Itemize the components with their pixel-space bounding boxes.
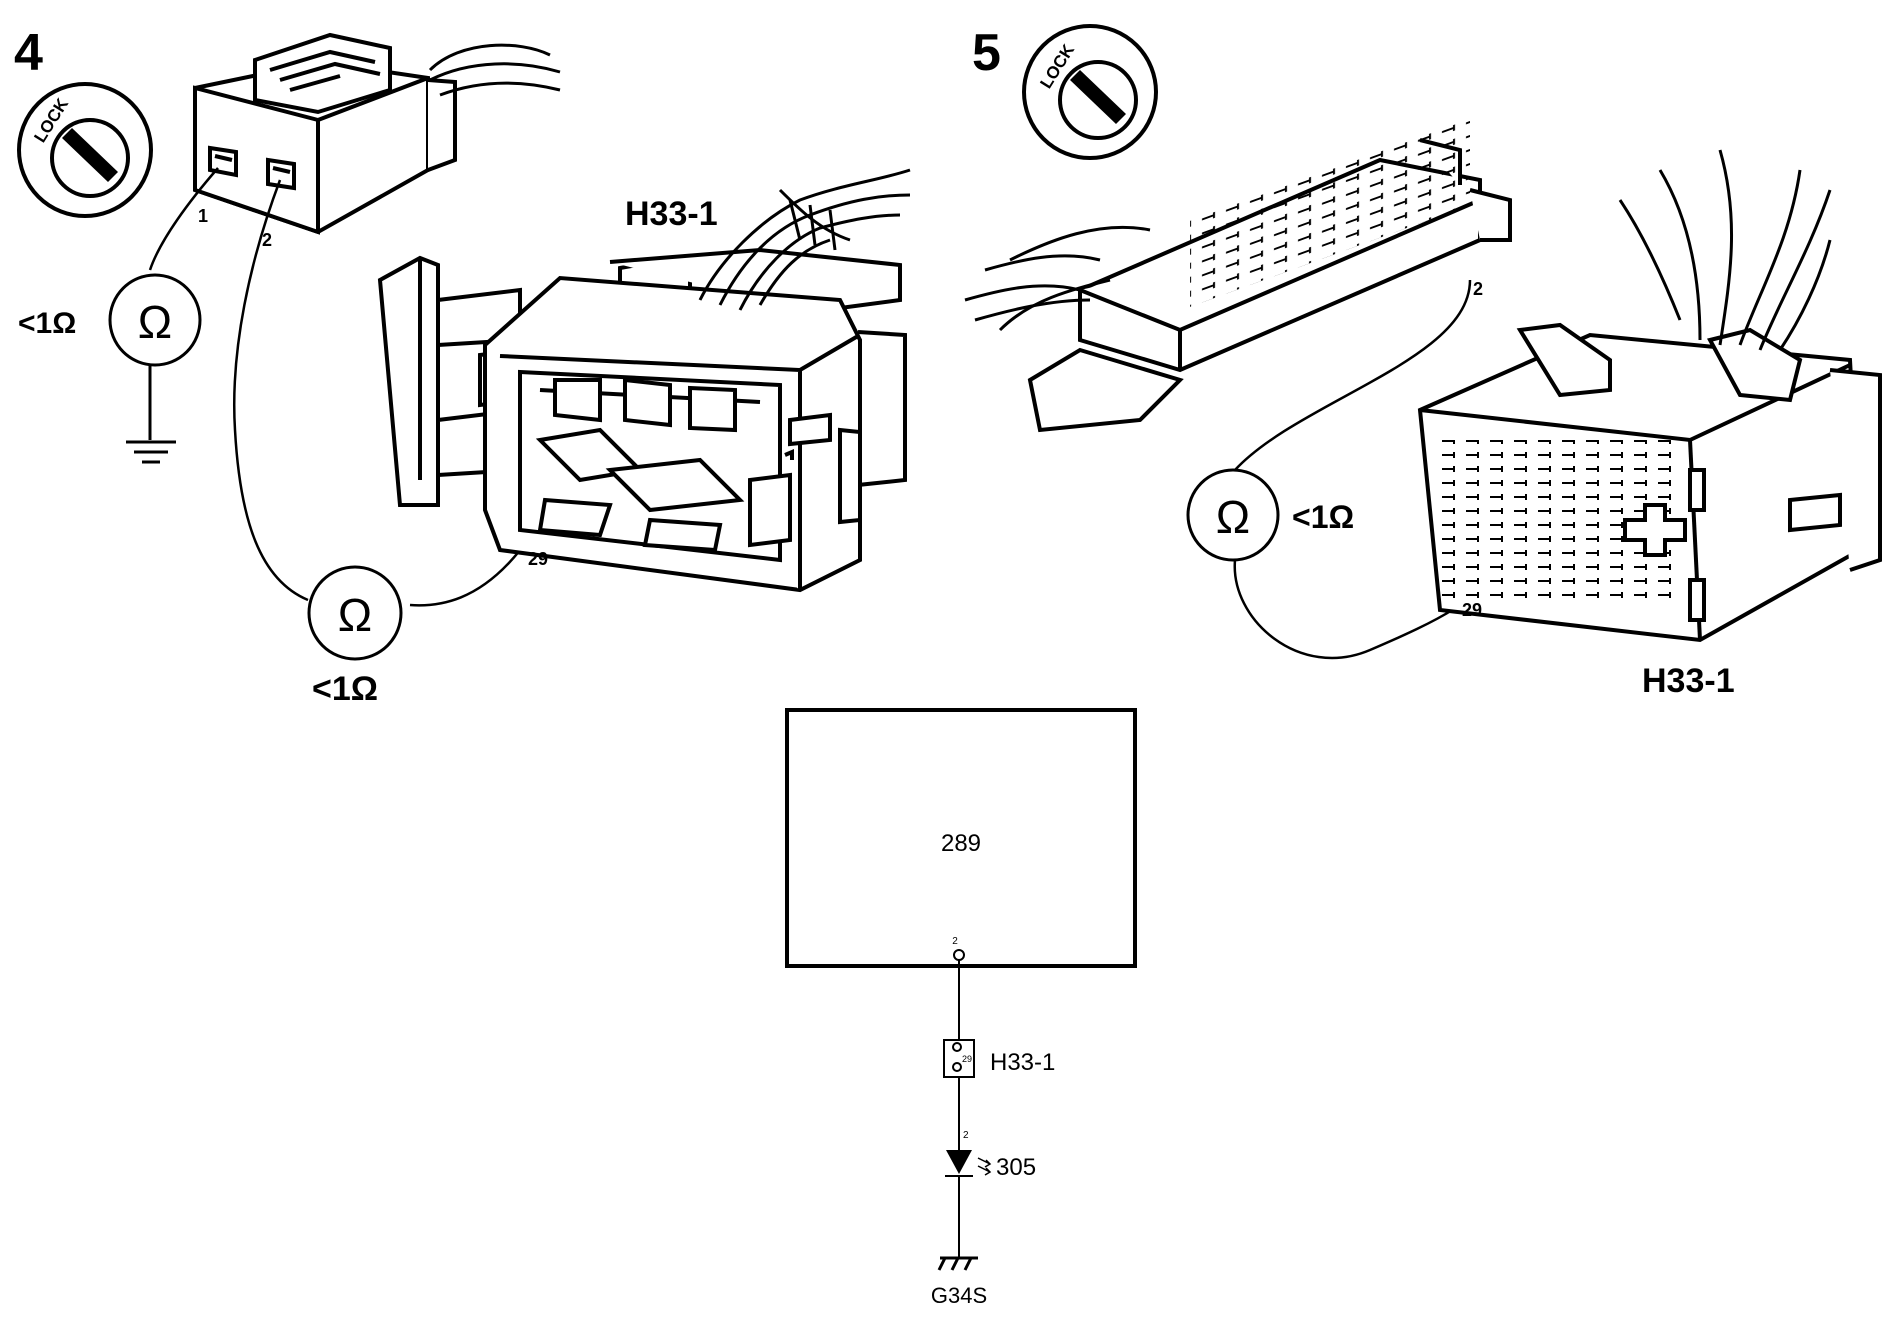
h33-1-wire-bundle [698, 168, 911, 311]
module-number: 289 [941, 830, 981, 857]
step-4-number: 4 [14, 24, 43, 82]
chassis-ground-icon [937, 1256, 978, 1271]
ground-icon [126, 365, 176, 464]
step-5-panel: 5 LOCK 2 [964, 24, 1882, 700]
ohmmeter-2-symbol: Ω [338, 589, 372, 641]
ohmmeter-1-symbol: Ω [138, 296, 172, 348]
meter-1-reading: <1Ω [18, 307, 76, 340]
module-pin-label: 2 [952, 936, 958, 947]
h33-1-connector-rear [1417, 322, 1882, 643]
meter-3-reading: <1Ω [1292, 499, 1354, 535]
step-4-panel: 4 LOCK 1 2 [14, 24, 911, 708]
h33-1-label-step5: H33-1 [1642, 662, 1735, 700]
ohmmeter-icon: Ω [1186, 468, 1280, 562]
h33-1-connector-front [377, 247, 907, 593]
pin-29-label-step4: 29 [528, 549, 548, 569]
ground-label: G34S [931, 1283, 987, 1308]
ohmmeter-icon: Ω [108, 273, 202, 367]
ignition-lock-icon: LOCK [1022, 24, 1158, 160]
pin-2-label: 2 [262, 230, 272, 250]
module-289-box [785, 708, 1137, 968]
h33-1-rear-wire-bundle [1618, 149, 1832, 351]
ohmmeter-3-symbol: Ω [1216, 491, 1250, 543]
module-wire-bundle [964, 225, 1151, 332]
inline-connector-label: H33-1 [990, 1049, 1055, 1076]
module-connector [1027, 114, 1512, 433]
two-pin-connector [193, 32, 457, 235]
pin-29-label-step5: 29 [1462, 600, 1482, 620]
lamp-icon: 2 [945, 1130, 992, 1177]
wiring-schematic: 289 2 29 H33-1 2 305 [785, 708, 1137, 1308]
pin-1-label: 1 [198, 206, 208, 226]
pin-2-label-step5: 2 [1473, 279, 1483, 299]
ignition-lock-icon: LOCK [17, 82, 153, 218]
inline-connector: 29 [943, 1039, 975, 1078]
lamp-number: 305 [996, 1154, 1036, 1181]
h33-1-label-step4: H33-1 [625, 195, 718, 233]
ohmmeter-icon: Ω [307, 565, 403, 661]
lamp-pin-label: 2 [963, 1130, 969, 1141]
step-5-number: 5 [972, 24, 1001, 82]
inline-connector-pin: 29 [962, 1054, 972, 1064]
meter-2-reading: <1Ω [312, 670, 378, 708]
